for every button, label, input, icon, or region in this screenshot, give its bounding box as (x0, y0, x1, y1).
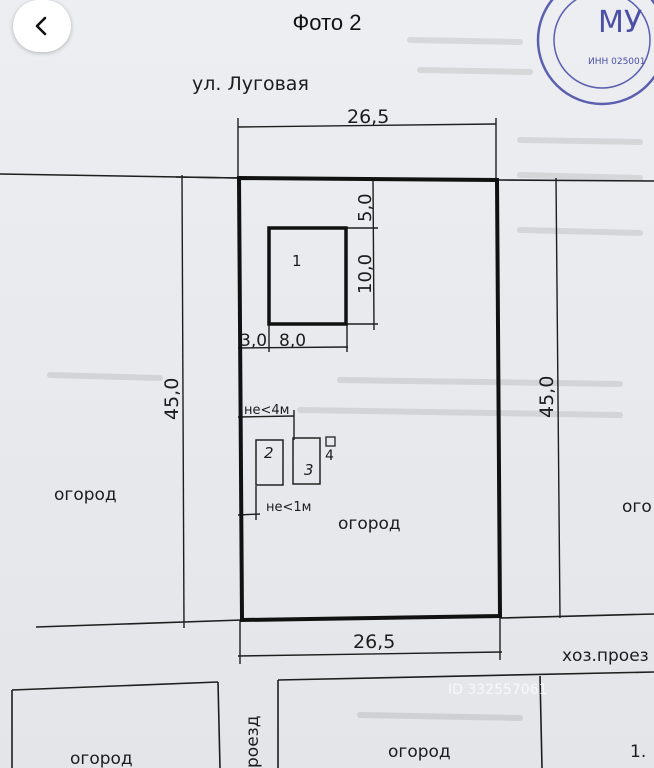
street-label: ул. Луговая (192, 73, 309, 95)
stamp: МУ ИНН 025001 (536, 0, 654, 106)
watermark: ID 332557061 (448, 682, 548, 698)
top-bar: Фото 2 (0, 0, 654, 56)
house-offset-left-label: 3,0 (240, 331, 267, 351)
garden-bottom-label: огород (388, 742, 451, 762)
depth-left-label: 45,0 (161, 378, 183, 420)
building-3-label: 3 (304, 461, 314, 479)
house-outline (267, 226, 348, 326)
building-2-outline (255, 439, 284, 486)
depth-right-label: 45,0 (536, 376, 558, 418)
plot-boundary (236, 175, 503, 623)
passage-right-label: хоз.проез (562, 646, 649, 666)
passage-bottom-label: роезд (243, 716, 263, 768)
back-button[interactable] (13, 0, 71, 52)
house-number: 1 (292, 252, 302, 270)
stamp-text: МУ (598, 5, 642, 40)
garden-bottom-left-label: огород (70, 749, 133, 768)
bottom-right-label: 1. (630, 742, 646, 762)
width-bottom-label: 26,5 (353, 631, 395, 653)
house-height-label: 10,0 (355, 254, 376, 294)
limit-4m-label: не<4м (244, 403, 289, 418)
house-offset-top-label: 5,0 (355, 193, 376, 222)
width-top-label: 26,5 (347, 106, 389, 128)
chevron-left-icon (35, 16, 47, 36)
page-title: Фото 2 (292, 10, 362, 35)
building-4-outline (325, 436, 336, 447)
building-3-outline (292, 437, 321, 485)
garden-left-label: огород (54, 485, 117, 505)
building-4-label: 4 (325, 448, 334, 464)
stamp-inn: ИНН 025001 (588, 57, 646, 67)
garden-inner-label: огород (338, 514, 401, 534)
building-2-label: 2 (264, 444, 274, 462)
garden-right-label: ого (622, 497, 652, 517)
limit-1m-label: не<1м (266, 500, 311, 515)
house-width-label: 8,0 (279, 331, 306, 351)
